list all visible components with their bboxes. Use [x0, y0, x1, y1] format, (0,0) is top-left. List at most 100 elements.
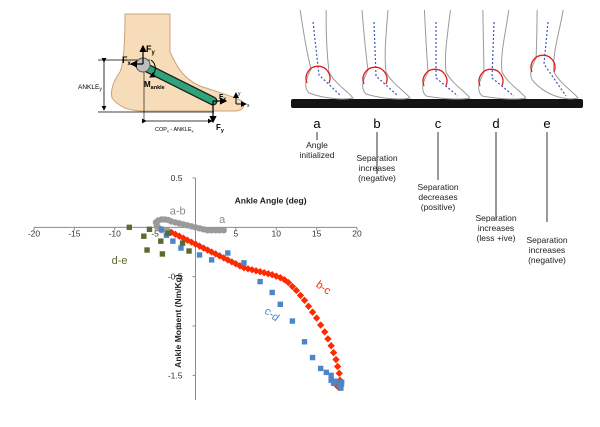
series-b-c	[167, 228, 345, 391]
segment-line-d	[491, 21, 515, 97]
data-point	[144, 247, 150, 253]
segment-line-a	[312, 21, 342, 97]
y-tick-label: -1.5	[168, 370, 183, 380]
data-point	[241, 260, 247, 266]
label-fy-bottom: Fy	[216, 123, 225, 134]
data-point	[220, 227, 227, 234]
data-point	[208, 257, 215, 263]
data-point	[333, 362, 342, 371]
gait-stage-a	[299, 9, 354, 100]
foot-shape	[111, 13, 245, 112]
ground-bar	[291, 99, 583, 108]
data-point	[158, 226, 165, 233]
data-point	[316, 321, 325, 329]
angle-arc-c	[422, 68, 448, 87]
data-point	[324, 335, 332, 343]
data-point	[146, 226, 153, 233]
stage-caption-a-0: Angle	[306, 140, 328, 150]
angle-arc-b	[362, 66, 388, 85]
data-point	[323, 369, 330, 376]
data-point	[300, 296, 309, 305]
stage-letter-b: b	[373, 116, 380, 131]
foot-illustrations	[299, 9, 579, 100]
stage-letter-d: d	[492, 116, 499, 131]
series-a-b	[152, 216, 227, 234]
gait-stage-e	[530, 9, 579, 100]
moment-arc	[149, 59, 156, 78]
segment-label-a: a	[219, 214, 226, 226]
data-point	[292, 286, 301, 295]
segment-label-a-b: a-b	[170, 206, 186, 218]
foot-diagram: Fy Fx ANKLEy Mankle Fx Fy COPx - ANKLEx …	[78, 13, 250, 134]
label-axis-x: x	[247, 103, 250, 109]
data-point	[170, 238, 176, 244]
angle-arc-a	[305, 65, 331, 84]
label-fx-bottom: Fx	[219, 94, 226, 103]
series-d-e	[126, 224, 192, 257]
data-point	[309, 354, 316, 361]
segment-label-d-e: d-e	[112, 255, 128, 267]
data-point	[328, 372, 334, 379]
segment-line-b	[373, 21, 399, 97]
data-point	[330, 380, 337, 386]
stage-caption-a-1: initialized	[300, 150, 335, 160]
data-point	[296, 291, 305, 300]
foot-outline-d	[478, 9, 527, 100]
data-point	[304, 302, 313, 310]
label-m-ankle: Mankle	[144, 80, 165, 91]
y-tick-label: -0.5	[168, 272, 183, 282]
data-point	[328, 377, 334, 383]
label-cop: COPx - ANKLEx	[155, 127, 194, 134]
x-tick-label: 10	[272, 228, 282, 238]
data-point	[164, 216, 172, 224]
segment-label-b-c: b-c	[313, 279, 333, 298]
foot-segment	[141, 63, 217, 105]
foot-outline-e	[530, 9, 579, 100]
stage-caption-e-0: Separation	[526, 235, 567, 245]
gait-stage-b	[361, 9, 411, 100]
x-tick-label: 20	[352, 228, 362, 238]
data-point	[257, 278, 263, 285]
y-tick-label: 0.5	[171, 173, 183, 183]
data-point	[196, 252, 203, 258]
data-point	[338, 385, 344, 391]
label-fy-top: Fy	[146, 44, 156, 56]
y-axis-label: Ankle Moment (Nm/Kg)	[173, 274, 183, 368]
stage-caption-d-0: Separation	[475, 213, 516, 223]
series-c-d	[158, 226, 345, 391]
data-point	[284, 278, 293, 287]
x-tick-label: -20	[28, 228, 41, 238]
data-point	[338, 379, 345, 385]
x-tick-label: -10	[109, 228, 122, 238]
data-point	[186, 248, 192, 254]
label-fx-top: Fx	[122, 55, 132, 67]
x-tick-label: 5	[234, 228, 239, 238]
stage-letter-e: e	[543, 116, 550, 131]
gait-stage-c	[422, 9, 471, 100]
angle-arc-e	[530, 54, 556, 73]
data-point	[332, 355, 340, 364]
data-point	[336, 382, 342, 388]
stage-labels: aAngleinitializedbSeparationincreases(ne…	[300, 116, 568, 265]
stage-letter-c: c	[435, 116, 442, 131]
stage-caption-d-1: increases	[478, 223, 514, 233]
data-point	[178, 245, 184, 251]
foot-outline-c	[422, 9, 471, 100]
foot-outline-b	[361, 9, 411, 100]
data-point	[308, 308, 317, 316]
x-tick-label: -5	[151, 228, 159, 238]
data-point	[141, 233, 147, 239]
angle-arc-d	[478, 68, 504, 87]
y-tick-label: -1	[175, 321, 183, 331]
stage-caption-e-2: (negative)	[528, 255, 566, 265]
data-point	[225, 250, 231, 256]
stage-caption-c-2: (positive)	[421, 202, 456, 212]
data-point	[301, 339, 308, 345]
data-point	[179, 240, 186, 246]
data-point	[327, 342, 335, 350]
